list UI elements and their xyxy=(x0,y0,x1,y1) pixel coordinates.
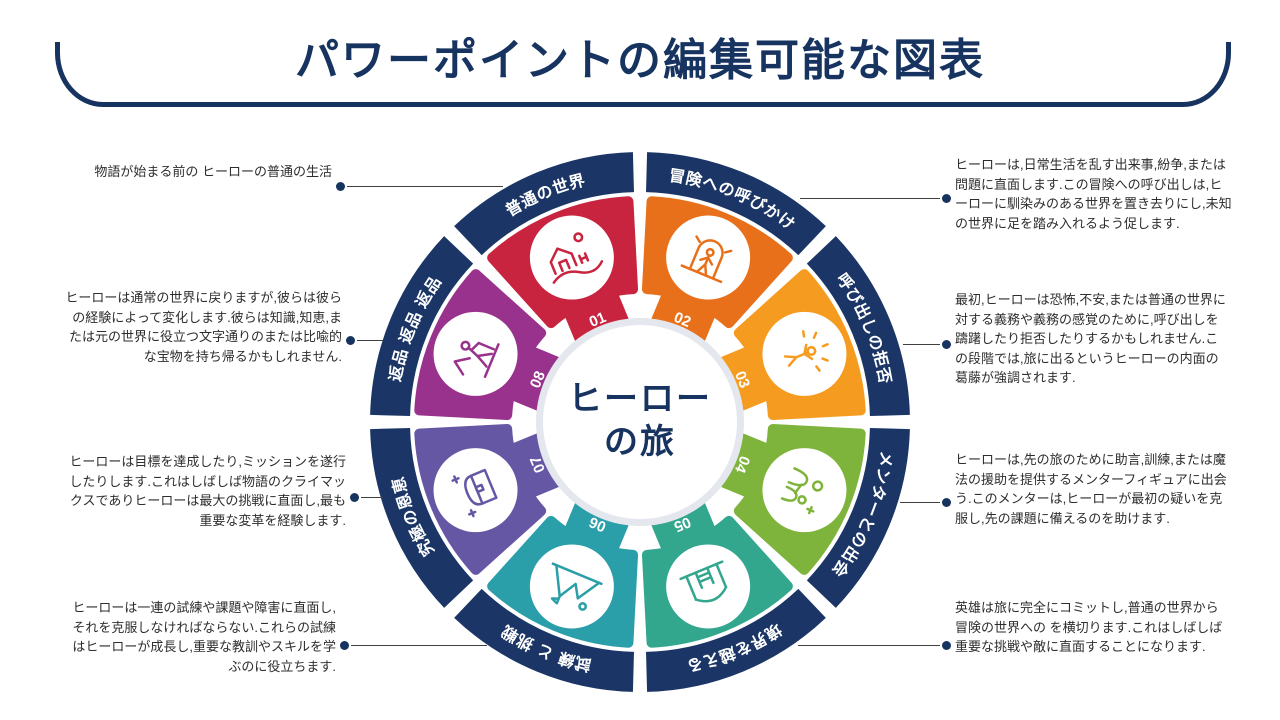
callout-line xyxy=(903,344,940,345)
ring-arc-06 xyxy=(454,588,635,692)
callout-crossing-threshold: 英雄は旅に完全にコミットし,普通の世界から冒険の世界への を横切ります.これはし… xyxy=(955,598,1229,657)
callout-line xyxy=(357,340,383,341)
center-circle xyxy=(543,325,737,519)
callout-dot xyxy=(350,493,359,502)
ring-arc-08 xyxy=(370,236,474,417)
radiant-figure-icon xyxy=(783,330,829,372)
callout-ultimate-boon: ヒーローは目標を達成したり,ミッションを遂行したりします.これはしばしば物語のク… xyxy=(66,452,346,530)
callout-line xyxy=(347,186,503,187)
wheel-center-line1: ヒーロー xyxy=(568,380,712,418)
ring-arc-03 xyxy=(806,236,910,417)
hero-journey-wheel-svg: 普通の世界01冒険への呼びかけ02呼び出しの拒否03メンターとの出会04境界を越… xyxy=(370,152,910,692)
callout-call-to-adventure-text: ヒーローは,日常生活を乱す出来事,紛争,または問題に直面します.この冒険への呼び… xyxy=(955,157,1232,231)
title-underline-swoosh xyxy=(55,42,1231,107)
callout-line xyxy=(900,502,940,503)
segment-icon-circle-05 xyxy=(666,544,751,629)
gateway-icon xyxy=(679,560,728,603)
callout-dot xyxy=(942,194,951,203)
ring-arc-04 xyxy=(806,427,910,608)
callout-tests-challenges: ヒーローは一連の試練や課題や障害に直面し,それを克服しなければならない.これらの… xyxy=(60,598,336,676)
callout-ordinary-world-text: 物語が始まる前の ヒーローの普通の生活 xyxy=(94,164,332,179)
callout-dot xyxy=(942,340,951,349)
callout-ultimate-boon-text: ヒーローは目標を達成したり,ミッションを遂行したりします.これはしばしば物語のク… xyxy=(69,454,346,528)
treasure-icon xyxy=(451,468,498,518)
callout-meeting-mentor-text: ヒーローは,先の旅のために助言,訓練,または魔法の援助を提供するメンターフィギュ… xyxy=(955,452,1227,526)
callout-refusal-of-call-text: 最初,ヒーローは恐怖,不安,または普通の世界に対する義務や義務の感覚のために,呼… xyxy=(955,292,1226,385)
callout-call-to-adventure: ヒーローは,日常生活を乱す出来事,紛争,または問題に直面します.この冒険への呼び… xyxy=(955,155,1233,233)
wheel-center-line2: の旅 xyxy=(604,422,676,461)
callout-line xyxy=(351,645,487,646)
callout-line xyxy=(798,645,940,646)
callout-return-text: ヒーローは通常の世界に戻りますが,彼らは彼らの経験によって変化します.彼らは知識… xyxy=(65,290,342,364)
callout-dot xyxy=(336,182,345,191)
callout-refusal-of-call: 最初,ヒーローは恐怖,不安,または普通の世界に対する義務や義務の感覚のために,呼… xyxy=(955,290,1229,388)
callout-meeting-mentor: ヒーローは,先の旅のために助言,訓練,または魔法の援助を提供するメンターフィギュ… xyxy=(955,450,1229,528)
ring-arc-05 xyxy=(645,588,826,692)
segment-icon-circle-07 xyxy=(433,448,518,533)
ring-arc-07 xyxy=(370,427,474,608)
mountains-icon xyxy=(550,562,603,611)
callout-line xyxy=(361,497,383,498)
callout-dot xyxy=(942,641,951,650)
wheel-center-title: ヒーロー の旅 xyxy=(530,378,750,463)
ring-arc-02 xyxy=(645,152,826,256)
callout-dot xyxy=(346,336,355,345)
callout-ordinary-world: 物語が始まる前の ヒーローの普通の生活 xyxy=(60,162,332,182)
village-icon xyxy=(549,232,604,284)
callout-line xyxy=(800,198,940,199)
ring-arc-01 xyxy=(454,152,635,256)
doorway-icon xyxy=(680,235,733,284)
page-title: パワーポイントの編集可能な図表 xyxy=(295,36,985,85)
callout-crossing-threshold-text: 英雄は旅に完全にコミットし,普通の世界から冒険の世界への を横切ります.これはし… xyxy=(955,600,1223,654)
callout-dot xyxy=(942,498,951,507)
hiker-icon xyxy=(453,340,500,378)
callout-dot xyxy=(340,641,349,650)
callout-return: ヒーローは通常の世界に戻りますが,彼らは彼らの経験によって変化します.彼らは知識… xyxy=(62,288,342,366)
segment-icon-circle-04 xyxy=(762,448,847,533)
mentor-icon xyxy=(780,467,824,515)
callout-tests-challenges-text: ヒーローは一連の試練や課題や障害に直面し,それを克服しなければならない.これらの… xyxy=(72,600,336,674)
